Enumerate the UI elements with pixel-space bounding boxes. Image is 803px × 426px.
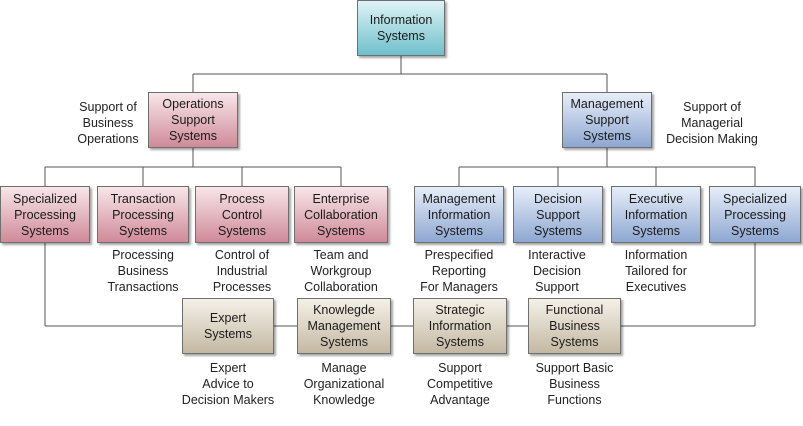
node-strategic-information-systems: Strategic Information Systems bbox=[413, 298, 507, 354]
node-information-systems: Information Systems bbox=[357, 0, 445, 56]
node-functional-business-systems: Functional Business Systems bbox=[528, 298, 621, 354]
note-strategic-information: Support Competitive Advantage bbox=[427, 361, 493, 407]
note-expert-systems: Expert Advice to Decision Makers bbox=[181, 361, 275, 407]
node-enterprise-collaboration-systems: Enterprise Collaboration Systems bbox=[294, 186, 388, 243]
note-operations: Support of Business Operations bbox=[77, 100, 139, 146]
node-management-support-systems: Management Support Systems bbox=[562, 92, 652, 148]
node-expert-systems: Expert Systems bbox=[182, 298, 274, 354]
node-transaction-processing-systems: Transaction Processing Systems bbox=[97, 186, 189, 243]
note-management: Support of Managerial Decision Making bbox=[666, 100, 758, 146]
node-specialized-processing-systems-mgmt: Specialized Processing Systems bbox=[709, 186, 801, 243]
note-executive-information: Information Tailored for Executives bbox=[624, 248, 688, 294]
node-decision-support-systems: Decision Support Systems bbox=[513, 186, 603, 243]
note-knowledge-management: Manage Organizational Knowledge bbox=[303, 361, 385, 407]
note-transaction-processing: Processing Business Transactions bbox=[107, 248, 179, 294]
note-decision-support: Interactive Decision Support bbox=[528, 248, 586, 294]
note-enterprise-collaboration: Team and Workgroup Collaboration bbox=[304, 248, 378, 294]
node-management-information-systems: Management Information Systems bbox=[414, 186, 504, 243]
node-executive-information-systems: Executive Information Systems bbox=[611, 186, 701, 243]
note-management-information: Prespecified Reporting For Managers bbox=[420, 248, 498, 294]
node-operations-support-systems: Operations Support Systems bbox=[148, 92, 238, 148]
note-process-control: Control of Industrial Processes bbox=[212, 248, 272, 294]
node-specialized-processing-systems-ops: Specialized Processing Systems bbox=[0, 186, 90, 243]
node-process-control-systems: Process Control Systems bbox=[195, 186, 289, 243]
note-functional-business: Support Basic Business Functions bbox=[535, 361, 614, 407]
node-knowledge-management-systems: Knowlegde Management Systems bbox=[297, 298, 391, 354]
